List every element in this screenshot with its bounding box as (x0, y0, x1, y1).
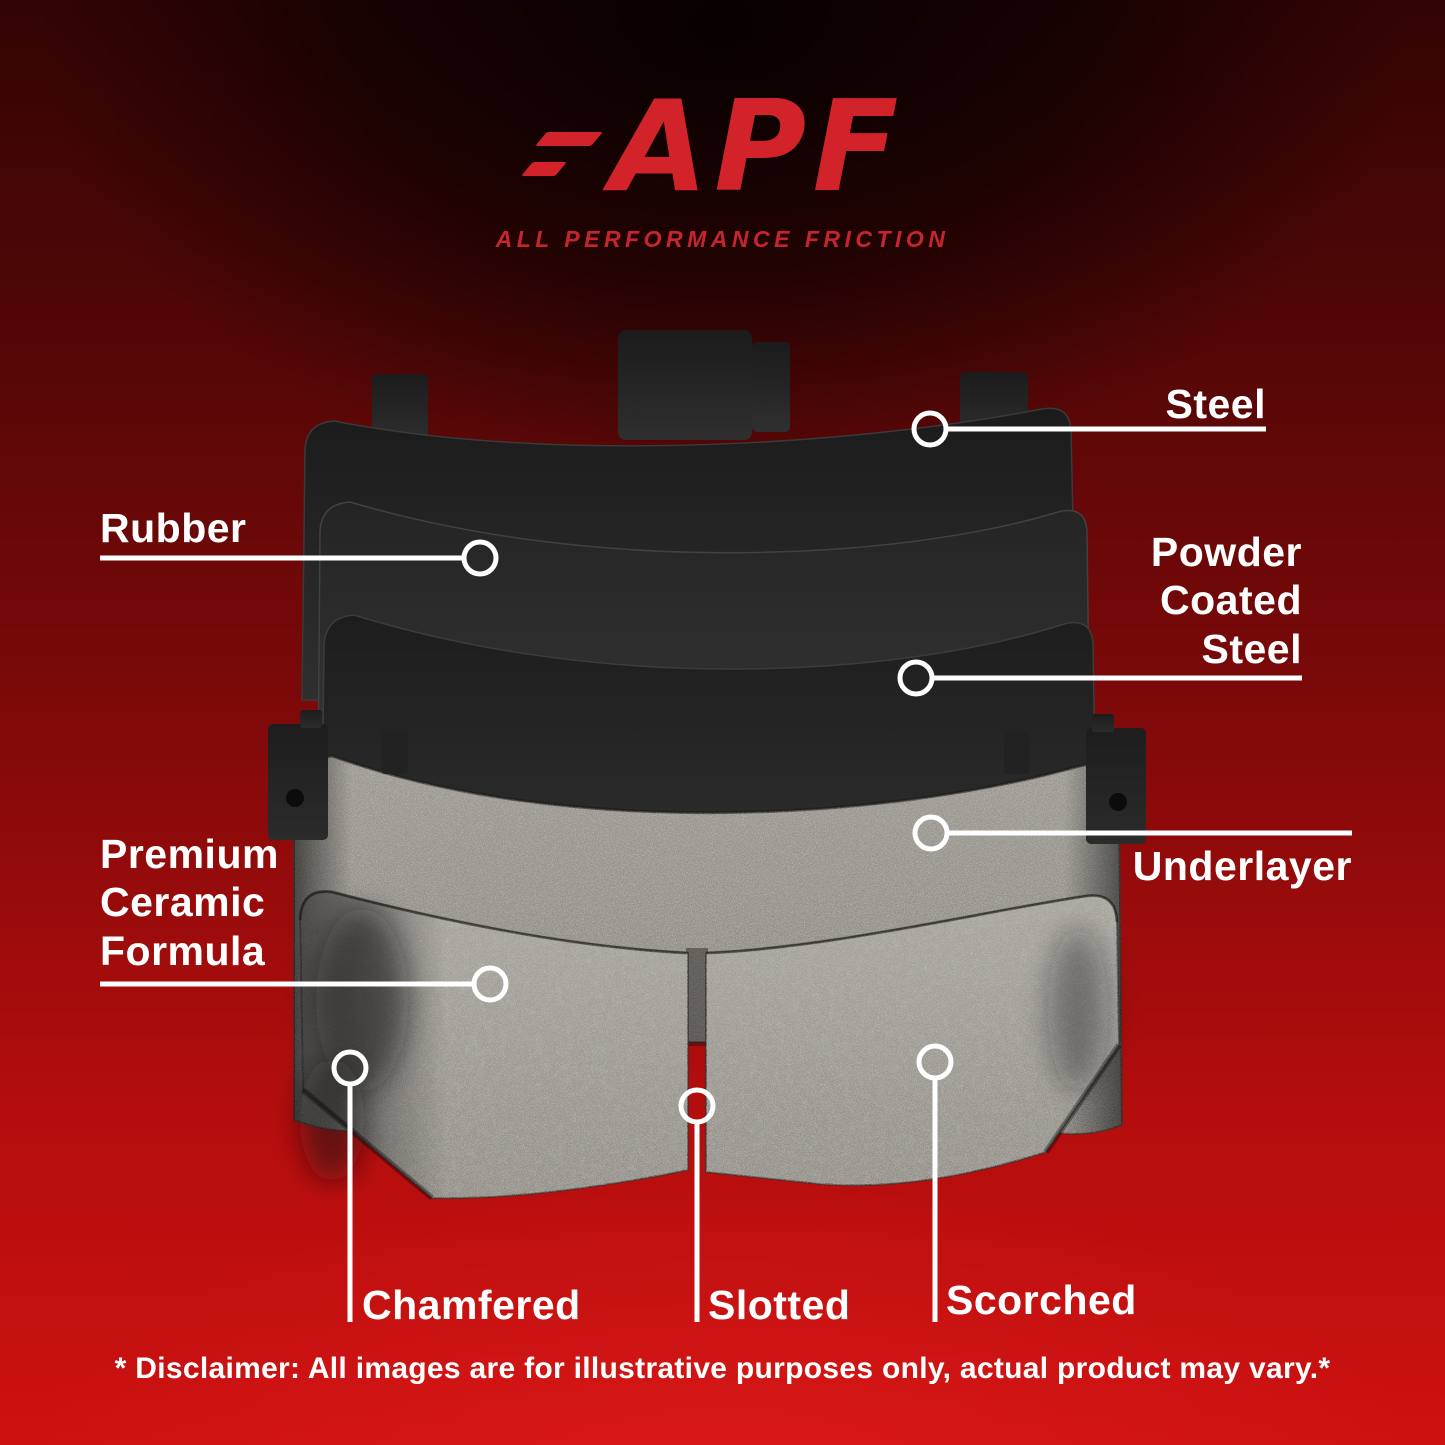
label-premium-ceramic-formula: Premium Ceramic Formula (100, 831, 279, 974)
label-underlayer: Underlayer (1132, 843, 1352, 889)
retention-clip-left (382, 732, 408, 774)
scorch-mark (300, 1058, 364, 1182)
disclaimer-text: * Disclaimer: All images are for illustr… (114, 1352, 1331, 1385)
speed-line-icon (534, 132, 603, 146)
label-chamfered: Chamfered (362, 1282, 581, 1328)
pad-slot-shadow (686, 948, 708, 1046)
logo-row: APF (520, 73, 905, 220)
logo-tagline: ALL PERFORMANCE FRICTION (495, 226, 950, 252)
label-slotted: Slotted (708, 1282, 851, 1328)
chamfer-edge-right (1043, 1043, 1122, 1154)
friction-pad-right (705, 894, 1122, 1187)
ear-hole-left-icon (286, 789, 304, 807)
ear-hole-right-icon (1109, 793, 1127, 811)
callout-circle-powder (897, 659, 935, 697)
callout-graphics (100, 410, 1352, 1322)
retention-clip-right (1004, 732, 1030, 774)
callout-circle-underlayer (912, 814, 950, 852)
callout-circle-chamfered (331, 1049, 369, 1087)
label-powder-coated-steel: Powder Coated Steel (1150, 529, 1302, 672)
label-rubber: Rubber (100, 505, 247, 551)
chamfer-edge-left (301, 1087, 434, 1201)
scorch-mark (316, 908, 408, 1092)
label-scorched: Scorched (946, 1277, 1137, 1323)
callout-circle-premium (471, 965, 509, 1003)
logo-text: APF (610, 73, 905, 220)
callout-circle-rubber (461, 539, 499, 577)
plate-ear-left (268, 710, 328, 840)
plate-ear-right (1086, 714, 1146, 844)
callout-circle-slotted (678, 1087, 716, 1125)
scorch-mark (1048, 928, 1108, 1092)
label-steel: Steel (1165, 381, 1266, 427)
callout-circle-steel (911, 410, 949, 448)
logo-speed-lines-icon (520, 132, 603, 176)
callout-circle-scorched (916, 1043, 954, 1081)
apf-logo: APF ALL PERFORMANCE FRICTION (0, 84, 1445, 253)
speed-line-icon (520, 162, 567, 176)
